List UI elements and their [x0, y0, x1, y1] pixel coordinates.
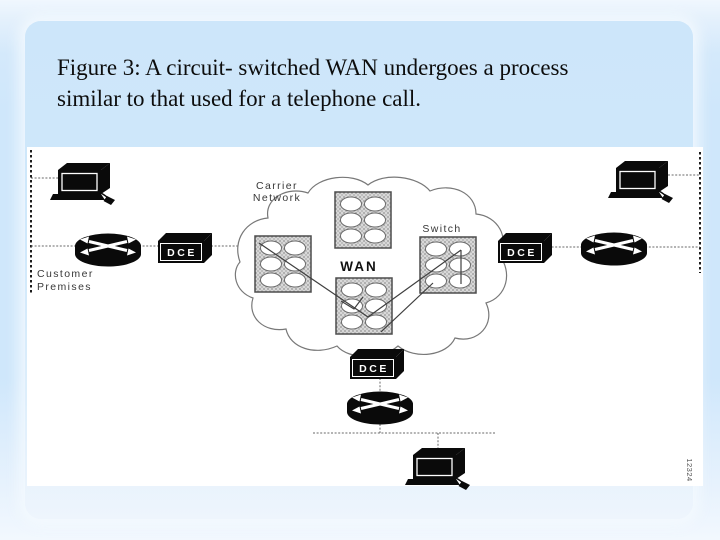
router-icon-left [73, 232, 143, 268]
carrier-network-label-line2: Network [253, 192, 301, 204]
carrier-network-label-line1: Carrier [256, 180, 298, 192]
workstation-icon-bottom [404, 447, 471, 491]
dce-label-left: DCE [167, 247, 197, 259]
customer-premises-label-line1: Customer [37, 268, 94, 280]
workstation-icon-top-right [607, 160, 674, 204]
dce-label-right: DCE [507, 247, 537, 259]
dce-label-bottom: DCE [359, 363, 389, 375]
wan-cloud-shape [234, 176, 508, 357]
slide-title-line2: similar to that used for a telephone cal… [57, 86, 422, 111]
slide-title-line1: Figure 3: A circuit- switched WAN underg… [57, 55, 569, 80]
workstation-icon-top-left [49, 162, 116, 206]
circuit-path-lines [258, 242, 462, 333]
slide-title: Figure 3: A circuit- switched WAN underg… [57, 52, 642, 114]
switch-label: Switch [422, 223, 461, 235]
switch-matrix-icon-right [419, 236, 477, 294]
router-icon-right [579, 231, 649, 267]
switch-matrix-icon-top [334, 191, 392, 249]
wan-label: WAN [340, 259, 378, 274]
switch-matrix-icon-left [254, 235, 312, 293]
figure-reference-number: 12324 [685, 458, 694, 481]
customer-premises-label-line2: Premises [37, 281, 92, 293]
router-icon-bottom [345, 390, 415, 426]
